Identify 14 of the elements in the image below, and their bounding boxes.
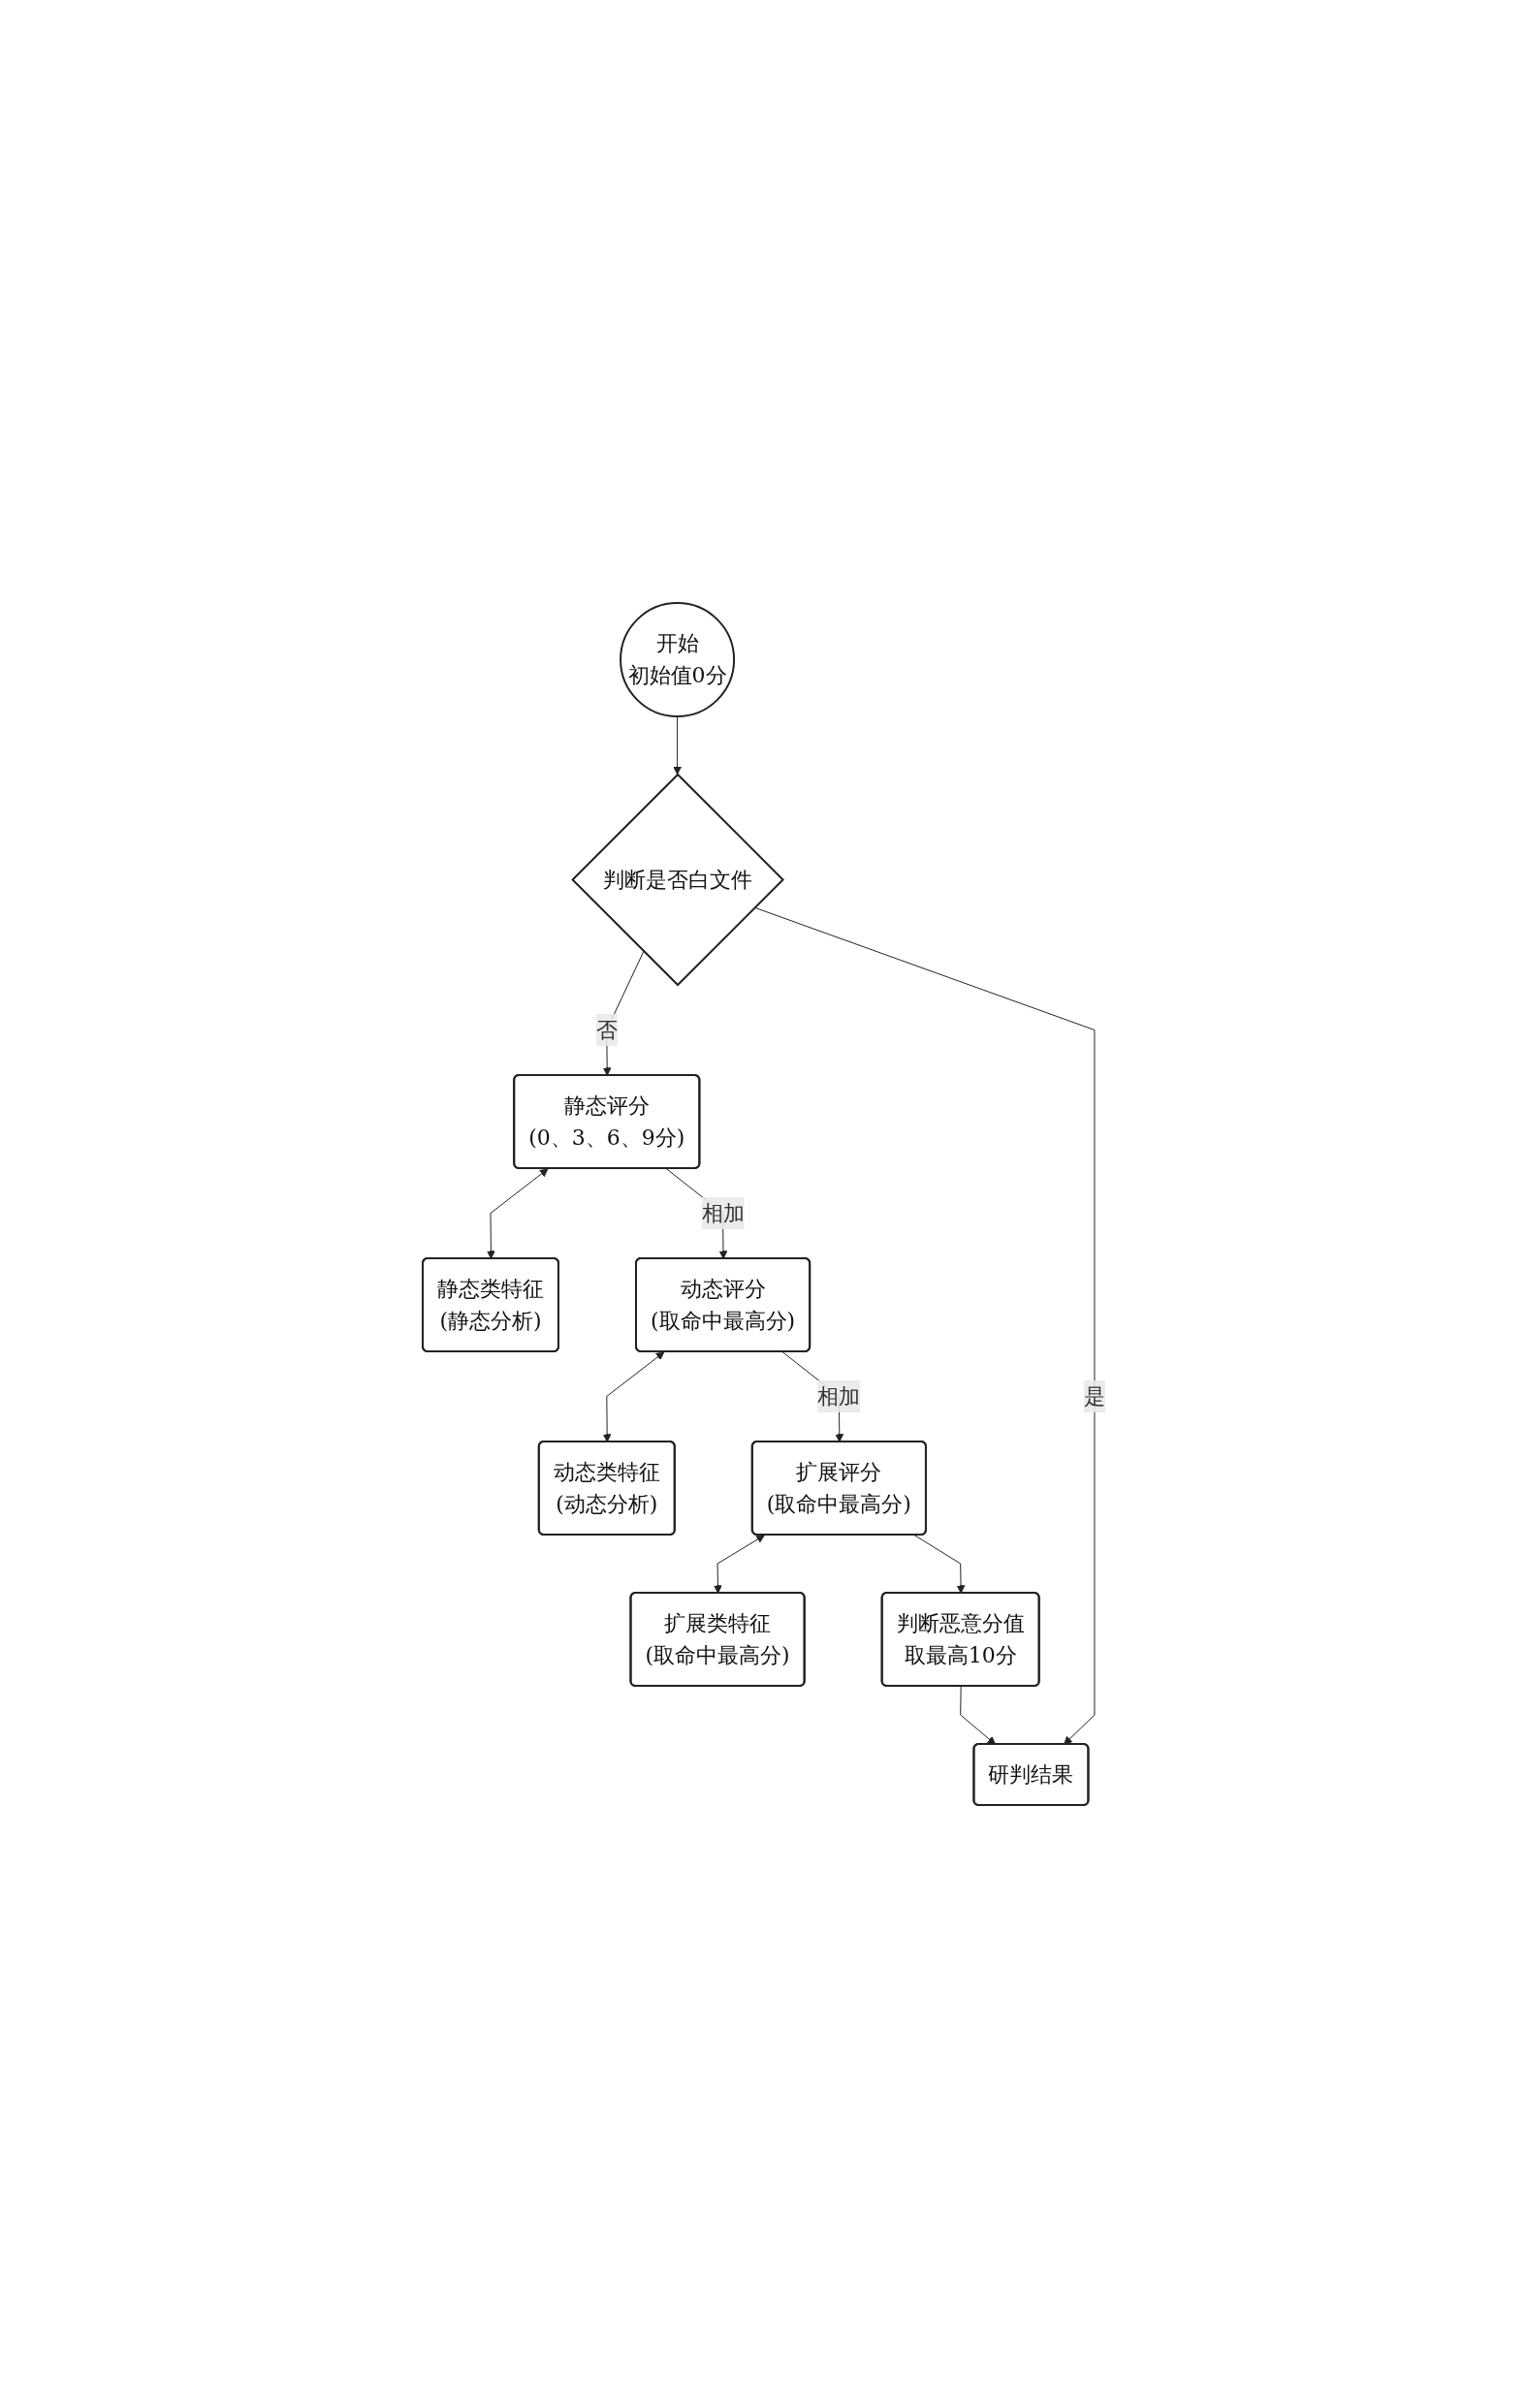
arrow [959,1686,996,1745]
node-circle: 开始 初始值0分 [619,602,735,717]
arrow [713,1535,765,1594]
node-diamond: 判断是否白文件 [570,773,784,987]
edge-label: 否 [595,1017,618,1042]
arrow [672,715,682,776]
edge-label: 是 [1083,1383,1105,1409]
arrow [753,906,1095,1745]
edge-label: 相加 [816,1383,860,1409]
arrow [913,1535,965,1594]
node-text: 静态类特征 (静态分析) [436,1276,544,1333]
edge-label: 相加 [701,1200,745,1225]
arrow [486,1168,549,1259]
arrow [602,1351,664,1442]
